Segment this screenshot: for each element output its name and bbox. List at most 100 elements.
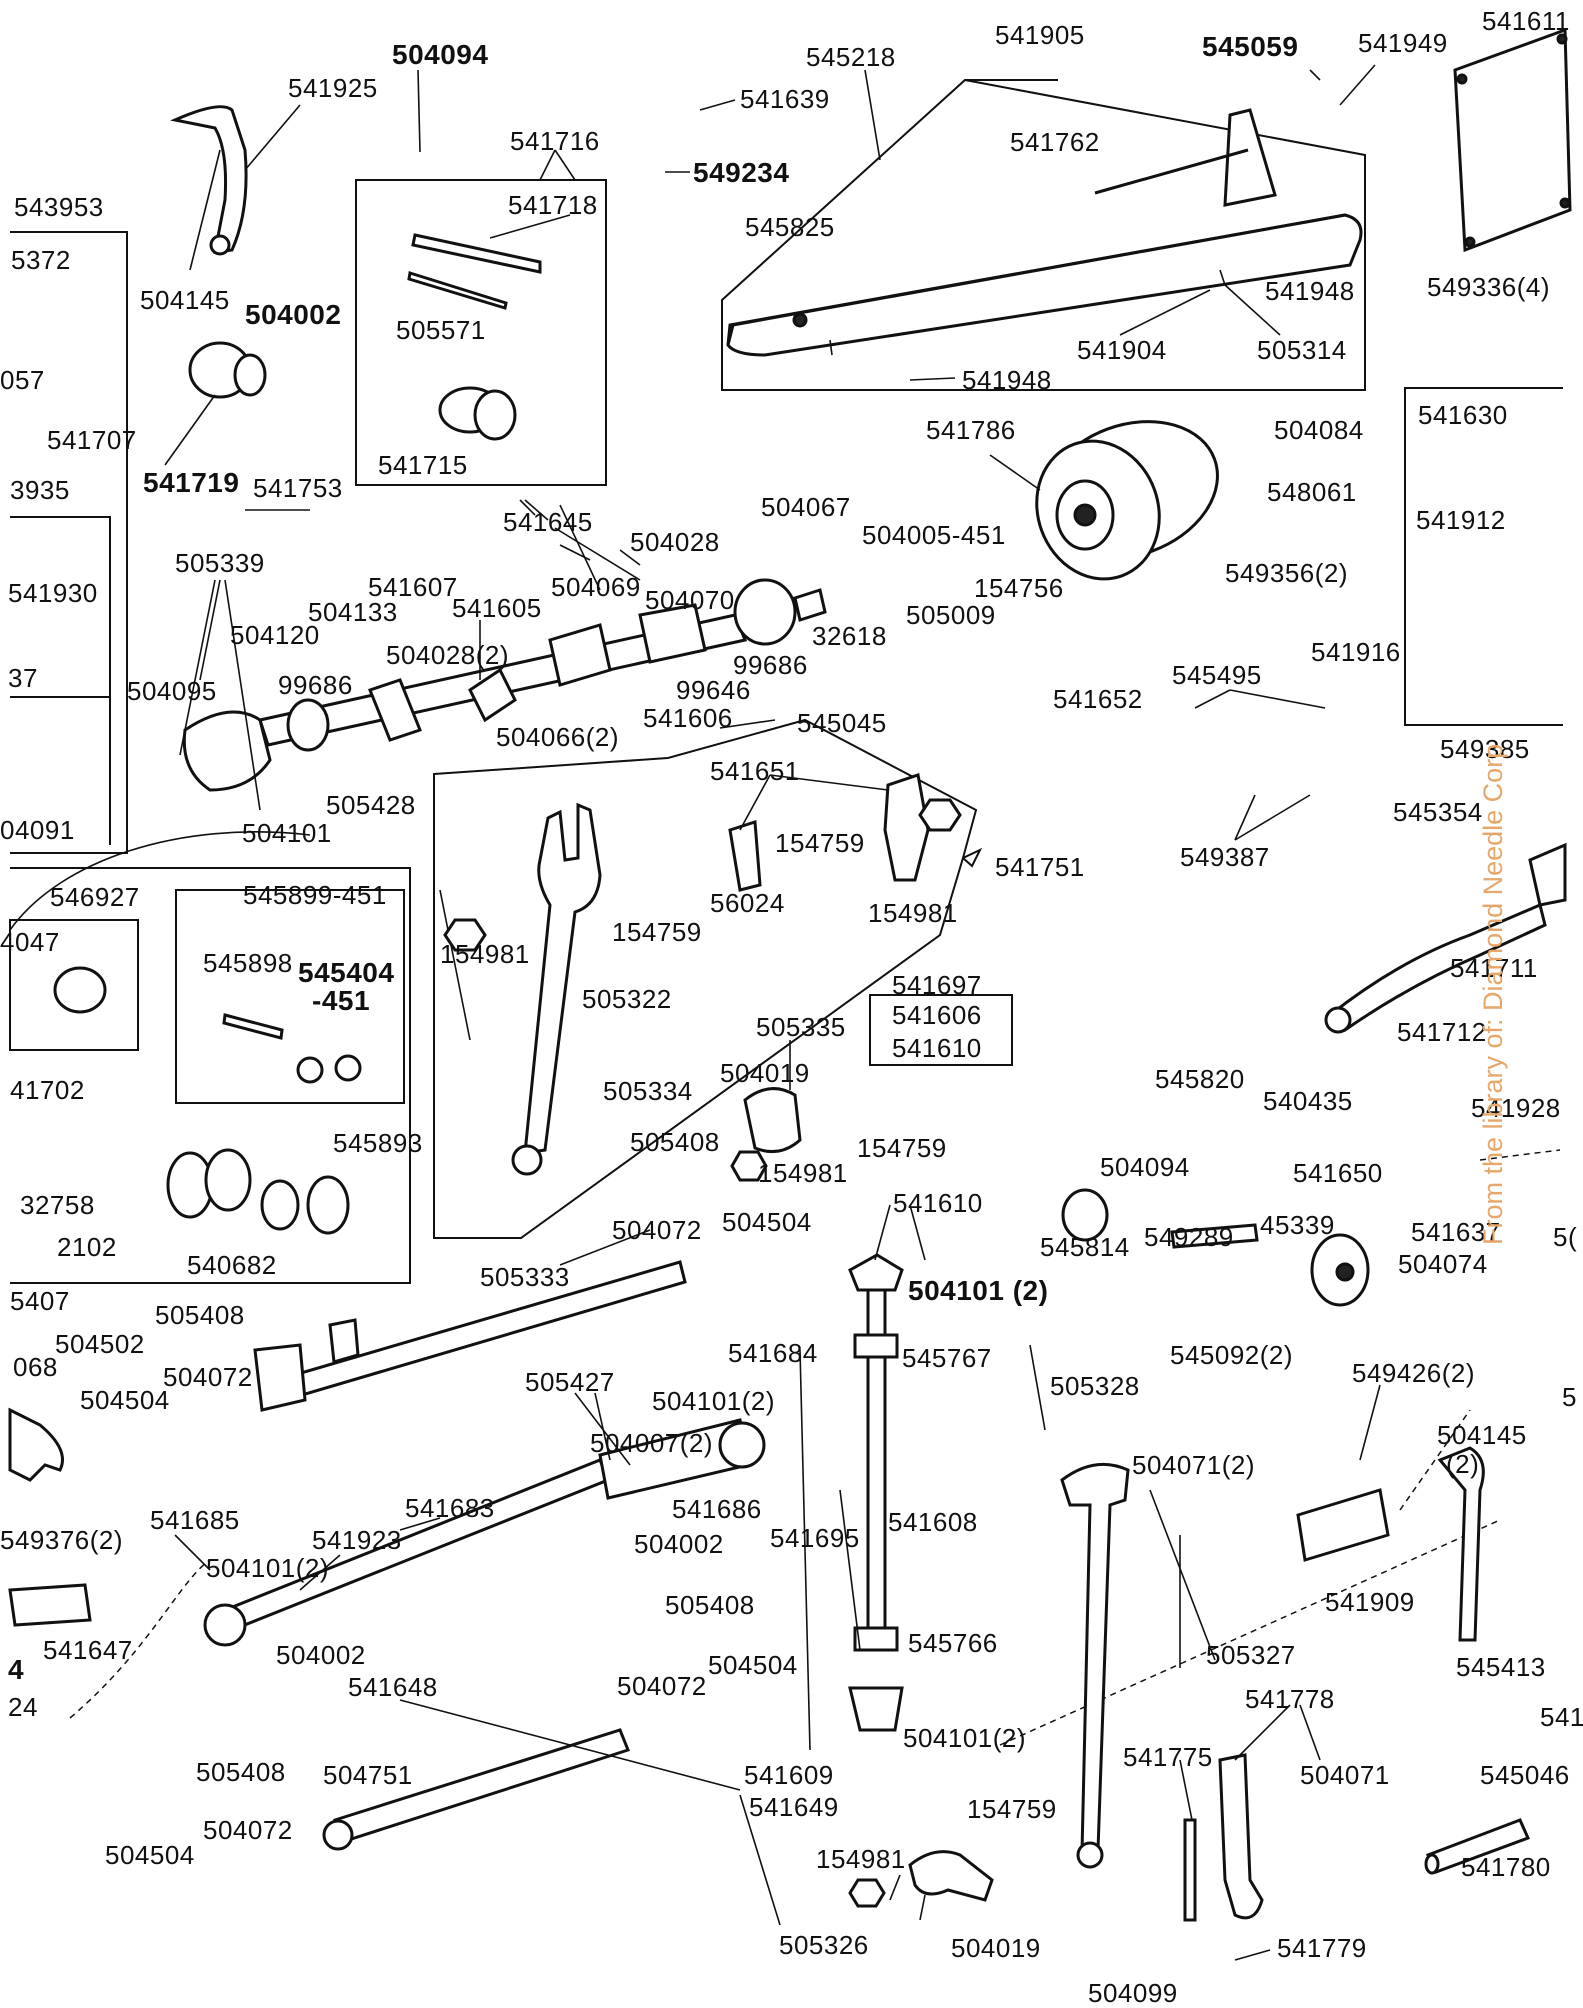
part-label-504005-451: 504005-451 <box>862 520 1006 550</box>
part-label-505327: 505327 <box>1206 1640 1296 1670</box>
part-label-154981: 154981 <box>868 898 958 928</box>
part-label-24: 24 <box>8 1692 38 1722</box>
part-label-505334: 505334 <box>603 1076 693 1106</box>
part-label-504504: 504504 <box>80 1385 170 1415</box>
part-label-154759: 154759 <box>612 917 702 947</box>
part-label-504120: 504120 <box>230 620 320 650</box>
part-label-504504: 504504 <box>105 1840 195 1870</box>
part-label-541925: 541925 <box>288 73 378 103</box>
part-label-505408: 505408 <box>155 1300 245 1330</box>
part-label-549387: 549387 <box>1180 842 1270 872</box>
part-label-504002: 504002 <box>276 1640 366 1670</box>
part-label-545495: 545495 <box>1172 660 1262 690</box>
part-label-545045: 545045 <box>797 708 887 738</box>
part-label-545767: 545767 <box>902 1343 992 1373</box>
part-label-545820: 545820 <box>1155 1064 1245 1094</box>
part-label-541762: 541762 <box>1010 127 1100 157</box>
reference-lines <box>9 831 1561 1746</box>
part-label-5-: 5( <box>1553 1222 1578 1252</box>
part-label-504084: 504084 <box>1274 415 1364 445</box>
part-label-504101-2-: 504101(2) <box>652 1386 776 1416</box>
part-label-505009: 505009 <box>906 600 996 630</box>
part-label-504069: 504069 <box>551 572 641 602</box>
base-plate-541905 <box>726 108 1363 357</box>
part-label-505328: 505328 <box>1050 1371 1140 1401</box>
part-label-541719: 541719 <box>143 467 240 498</box>
part-label-504028: 504028 <box>630 527 720 557</box>
part-label-541711: 541711 <box>1450 953 1538 983</box>
part-label-541715: 541715 <box>378 450 468 480</box>
part-label-549426-2-: 549426(2) <box>1352 1358 1476 1388</box>
part-label-505427: 505427 <box>525 1367 615 1397</box>
bushing-541719 <box>188 341 267 399</box>
part-label-504145: 504145 <box>1437 1420 1527 1450</box>
part-label-504028-2-: 504028(2) <box>386 640 510 670</box>
part-label-541905: 541905 <box>995 20 1085 50</box>
part-label-504101: 504101 <box>242 818 332 848</box>
part-label-32618: 32618 <box>812 621 887 651</box>
part-label-504066-2-: 504066(2) <box>496 722 620 752</box>
fork-lever-505322 <box>511 802 602 1176</box>
part-label-504094: 504094 <box>1100 1152 1190 1182</box>
part-label-504133: 504133 <box>308 597 398 627</box>
part-label-545059: 545059 <box>1202 31 1299 62</box>
part-label-504504: 504504 <box>708 1650 798 1680</box>
shaft-541683 <box>203 1418 766 1647</box>
part-label-549289: 549289 <box>1144 1222 1234 1252</box>
part-label-546927: 546927 <box>50 882 140 912</box>
part-label-545354: 545354 <box>1393 797 1483 827</box>
part-label-04091: 04091 <box>0 815 75 845</box>
part-label-541684: 541684 <box>728 1338 818 1368</box>
part-label-154756: 154756 <box>974 573 1064 603</box>
part-label-504019: 504019 <box>720 1058 810 1088</box>
watermark: From the library of: Diamond Needle Corp <box>1478 743 1508 1245</box>
gear-541650 <box>1061 1188 1370 1307</box>
part-label-549336-4-: 549336(4) <box>1427 272 1551 302</box>
part-label-154981: 154981 <box>758 1158 848 1188</box>
part-label-504072: 504072 <box>617 1671 707 1701</box>
rock-shaft-505333 <box>253 1260 687 1412</box>
part-label-5372: 5372 <box>11 245 71 275</box>
part-label-504099: 504099 <box>1088 1978 1178 2008</box>
crank-505335 <box>730 1087 802 1182</box>
lever-541778 <box>1183 1753 1264 1922</box>
part-label-505314: 505314 <box>1257 335 1347 365</box>
part-label-541775: 541775 <box>1123 1742 1213 1772</box>
part-label-154759: 154759 <box>967 1794 1057 1824</box>
part-label-543953: 543953 <box>14 192 104 222</box>
bracket-541909 <box>1296 1488 1390 1562</box>
part-label-545825: 545825 <box>745 212 835 242</box>
part-label-545814: 545814 <box>1040 1232 1130 1262</box>
part-label-505408: 505408 <box>196 1757 286 1787</box>
part-label-541949: 541949 <box>1358 28 1448 58</box>
part-label-541648: 541648 <box>348 1672 438 1702</box>
part-label-541923: 541923 <box>312 1525 402 1555</box>
part-label-545893: 545893 <box>333 1128 423 1158</box>
part-label-540682: 540682 <box>187 1250 277 1280</box>
part-label-541718: 541718 <box>508 190 598 220</box>
part-label-541751: 541751 <box>995 852 1085 882</box>
part-label-504101-2-: 504101(2) <box>206 1553 330 1583</box>
part-label-99686: 99686 <box>278 670 353 700</box>
part-label-545413: 545413 <box>1456 1652 1546 1682</box>
part-label-504072: 504072 <box>612 1215 702 1245</box>
part-label-541606: 541606 <box>892 1000 982 1030</box>
part-label-541685: 541685 <box>150 1505 240 1535</box>
part-label-549376-2-: 549376(2) <box>0 1525 124 1555</box>
group-frames <box>9 78 1563 1284</box>
part-label-4: 4 <box>8 1654 25 1685</box>
part-label-541948: 541948 <box>962 365 1052 395</box>
part-label-541707: 541707 <box>47 425 137 455</box>
part-label-56024: 56024 <box>710 888 785 918</box>
part-label-545404: 545404 <box>298 957 395 988</box>
part-label-541611: 541611 <box>1482 6 1570 36</box>
part-label-549385: 549385 <box>1440 734 1530 764</box>
handwheel-541786 <box>1035 420 1219 581</box>
part-label-504072: 504072 <box>203 1815 293 1845</box>
part-label-541-: 541( <box>1540 1702 1583 1732</box>
part-label-505428: 505428 <box>326 790 416 820</box>
part-label-2102: 2102 <box>57 1232 117 1262</box>
part-label--451: -451 <box>312 985 371 1016</box>
part-label-504070: 504070 <box>645 585 735 615</box>
part-label-068: 068 <box>13 1352 58 1382</box>
